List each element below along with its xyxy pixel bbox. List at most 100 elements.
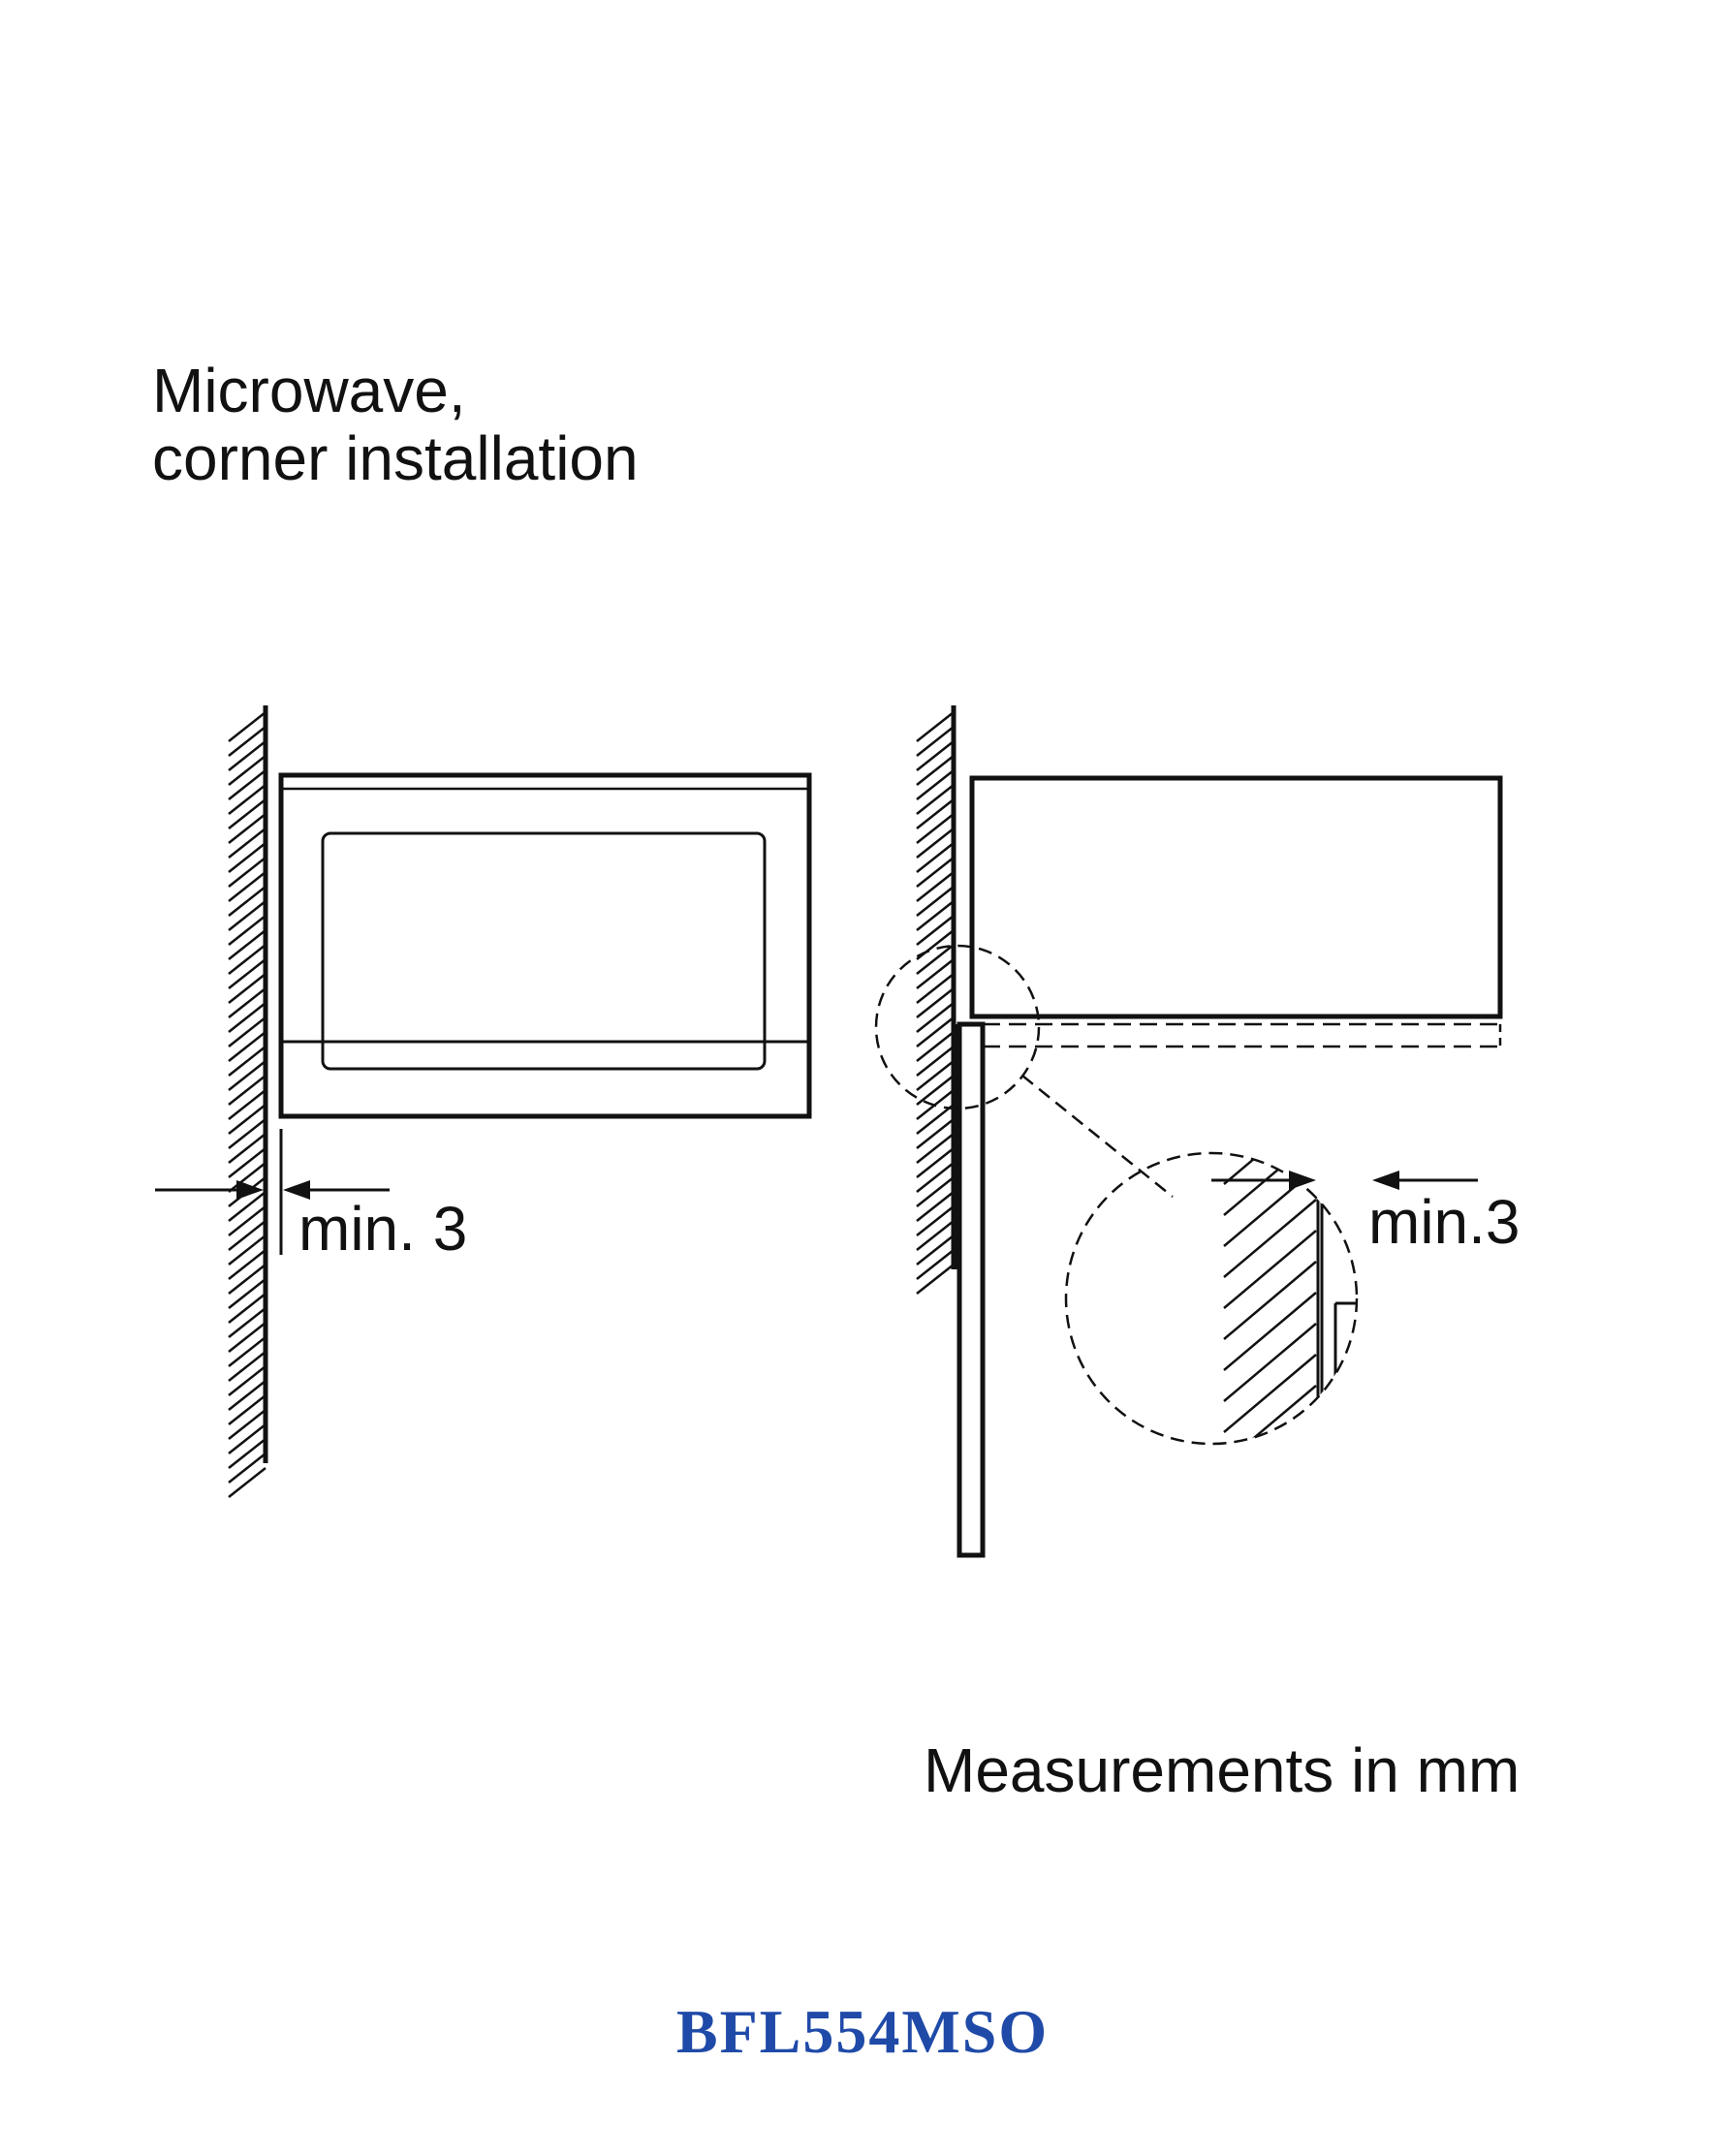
microwave-door-window — [321, 831, 767, 1071]
hatch-line — [916, 1176, 955, 1207]
model-number: BFL554MSO — [675, 1997, 1050, 2066]
hatch-line — [228, 1278, 267, 1309]
hatch-line — [228, 871, 267, 902]
zoom-detail-circle — [1064, 1151, 1359, 1446]
hatch-line — [1223, 1230, 1317, 1309]
zoom-wall-hatching — [1223, 1153, 1317, 1587]
hatch-line — [916, 1205, 955, 1236]
hatch-line — [228, 726, 267, 757]
microwave-side-outline — [969, 775, 1503, 1019]
hatch-line — [228, 1380, 267, 1411]
hatch-line — [228, 1089, 267, 1120]
left-front-view — [155, 705, 812, 1498]
hatch-line — [228, 1075, 267, 1106]
zoom-dimension-arrow-left — [1372, 1171, 1478, 1190]
hatch-line — [916, 1060, 955, 1091]
hatch-line — [228, 1002, 267, 1033]
hatch-line — [916, 755, 955, 786]
hatch-line — [1223, 1292, 1317, 1371]
hatch-line — [916, 784, 955, 815]
hatch-line — [916, 857, 955, 888]
hatch-line — [228, 1409, 267, 1440]
hatch-line — [228, 1467, 267, 1498]
hatch-line — [228, 1293, 267, 1324]
hatch-line — [228, 1133, 267, 1164]
hatch-line — [228, 1264, 267, 1295]
hatch-line — [228, 1118, 267, 1149]
hatch-line — [228, 1162, 267, 1193]
hatch-line — [228, 915, 267, 946]
hatch-line — [916, 1191, 955, 1222]
hatch-line — [1223, 1153, 1317, 1154]
hatch-line — [1224, 1479, 1316, 1556]
hatch-line — [228, 1453, 267, 1484]
microwave-front-outline — [278, 772, 812, 1119]
hatch-line — [228, 1322, 267, 1353]
hatch-line — [228, 929, 267, 960]
hatch-line — [228, 1351, 267, 1382]
detail-marker-circle — [874, 944, 1041, 1110]
hatch-line — [228, 1220, 267, 1251]
hatch-line — [228, 1046, 267, 1077]
cabinet-side-panel — [957, 1021, 986, 1558]
hatch-line — [916, 1249, 955, 1280]
right-wall-hatching — [916, 711, 955, 1295]
hatch-line — [228, 798, 267, 829]
hatch-line — [916, 944, 955, 975]
detail-leader-line — [1021, 1075, 1174, 1198]
hatch-line — [916, 1016, 955, 1047]
hatch-line — [916, 1220, 955, 1251]
hatch-line — [1223, 1385, 1317, 1444]
hatch-line — [228, 886, 267, 917]
hatch-line — [228, 1438, 267, 1469]
hatch-line — [228, 842, 267, 873]
hatch-line — [228, 711, 267, 742]
right-side-view — [874, 705, 1503, 1587]
hatch-line — [916, 987, 955, 1018]
hatch-line — [1223, 1199, 1317, 1278]
hatch-line — [228, 1031, 267, 1062]
hatch-line — [228, 1365, 267, 1396]
hatch-line — [228, 1060, 267, 1091]
hatch-line — [1223, 1153, 1317, 1216]
hatch-line — [916, 1133, 955, 1164]
hatch-line — [228, 1016, 267, 1047]
hatch-line — [228, 740, 267, 771]
hatch-line — [916, 828, 955, 859]
hatch-line — [916, 973, 955, 1004]
units-note: Measurements in mm — [924, 1735, 1521, 1805]
hatch-line — [228, 828, 267, 859]
zoom-detail — [1064, 1151, 1478, 1587]
left-dimension-arrow-left — [283, 1180, 390, 1200]
hatch-line — [916, 798, 955, 829]
hatch-line — [228, 1147, 267, 1178]
hatch-line — [916, 769, 955, 800]
hatch-line — [1224, 1510, 1316, 1587]
hatch-line — [916, 1046, 955, 1077]
hatch-line — [228, 857, 267, 888]
hatch-line — [916, 871, 955, 902]
hatch-line — [1223, 1261, 1317, 1340]
hatch-line — [228, 755, 267, 786]
hatch-line — [228, 1104, 267, 1135]
hatch-line — [228, 1423, 267, 1454]
hatch-line — [916, 1002, 955, 1033]
hatch-line — [228, 1205, 267, 1236]
hatch-line — [916, 915, 955, 946]
hatch-line — [916, 958, 955, 989]
hatch-line — [228, 1307, 267, 1338]
hatch-line — [228, 784, 267, 815]
hatch-line — [916, 1075, 955, 1106]
hatch-line — [916, 1264, 955, 1295]
left-clearance-label: min. 3 — [298, 1194, 467, 1264]
hatch-line — [228, 1234, 267, 1265]
left-wall-hatching — [228, 711, 267, 1498]
hatch-line — [228, 958, 267, 989]
hatch-line — [916, 740, 955, 771]
zoom-dimension-arrow-right — [1211, 1171, 1316, 1190]
title-line-2: corner installation — [152, 423, 639, 493]
hatch-line — [228, 900, 267, 931]
hatch-line — [228, 987, 267, 1018]
hatch-line — [916, 1162, 955, 1193]
